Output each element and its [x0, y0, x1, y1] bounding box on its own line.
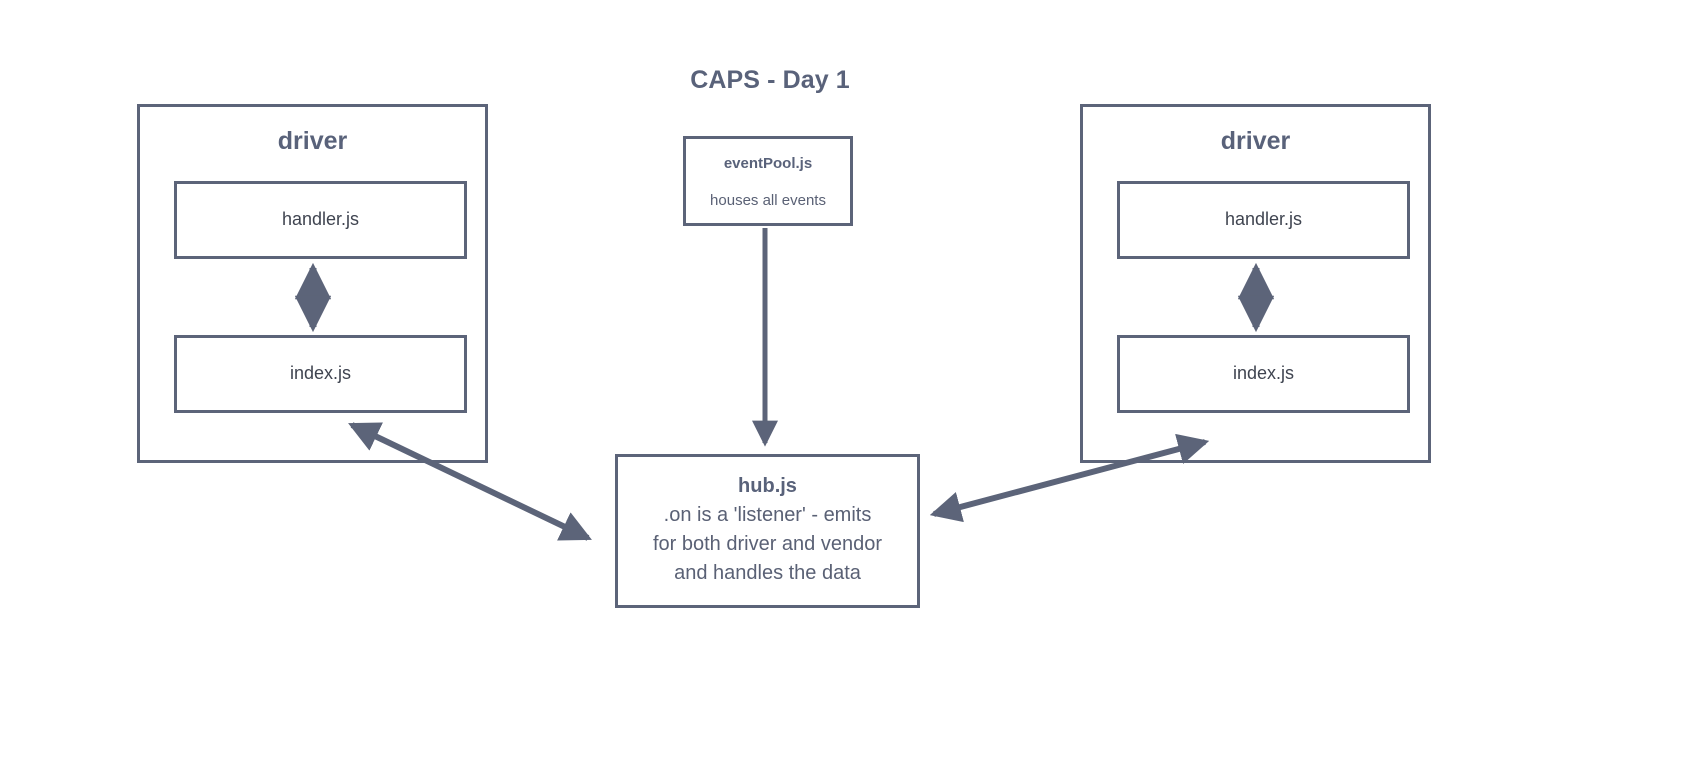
module-index-right-label: index.js	[1232, 363, 1295, 384]
module-handler-right-label: handler.js	[1224, 209, 1303, 230]
node-eventpool: eventPool.js houses all events	[683, 136, 853, 226]
module-handler-right: handler.js	[1117, 181, 1410, 259]
node-eventpool-title: eventPool.js	[723, 155, 813, 172]
node-hub-line-3: and handles the data	[674, 561, 861, 584]
node-hub-line-1: .on is a 'listener' - emits	[663, 503, 872, 526]
group-driver-left: driver handler.js index.js	[137, 104, 488, 463]
node-hub: hub.js .on is a 'listener' - emits for b…	[615, 454, 920, 608]
node-eventpool-subtitle: houses all events	[710, 192, 826, 209]
group-title-driver-left: driver	[277, 127, 348, 155]
module-index-left: index.js	[174, 335, 467, 413]
module-index-right: index.js	[1117, 335, 1410, 413]
group-driver-right: driver handler.js index.js	[1080, 104, 1431, 463]
group-title-driver-right: driver	[1220, 127, 1291, 155]
module-index-left-label: index.js	[289, 363, 352, 384]
node-hub-line-2: for both driver and vendor	[652, 532, 883, 555]
page-title: CAPS - Day 1	[690, 66, 850, 94]
node-hub-title: hub.js	[738, 474, 797, 497]
module-handler-left-label: handler.js	[281, 209, 360, 230]
module-handler-left: handler.js	[174, 181, 467, 259]
